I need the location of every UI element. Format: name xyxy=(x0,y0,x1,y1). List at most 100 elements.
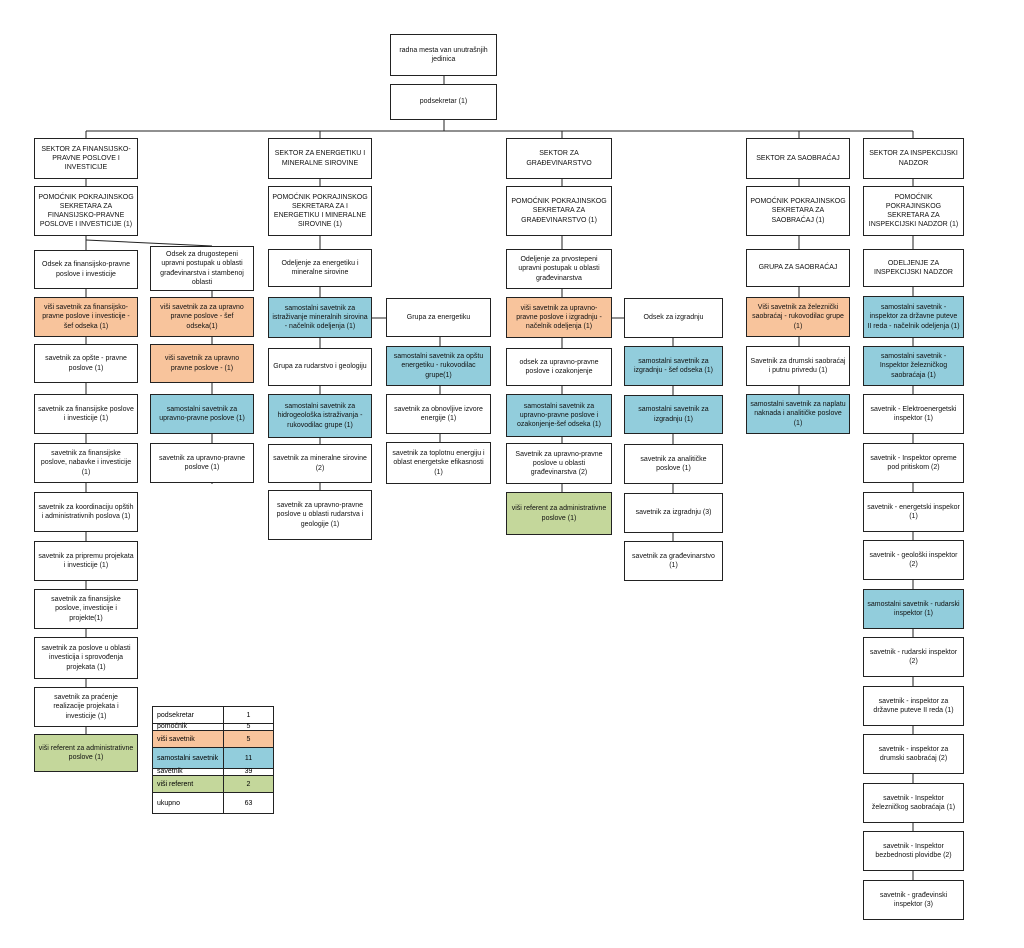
construction-sector-label: SEKTOR ZA GRAĐEVINARSTVO xyxy=(526,150,592,167)
finance-dept-a-item-label: savetnik za pripremu projekata i investi… xyxy=(38,552,134,569)
energy-assistant-box: POMOĆNIK POKRAJINSKOG SEKRETARA ZA I ENE… xyxy=(268,186,372,236)
inspection-item-label: savetnik - rudarski inspektor (2) xyxy=(869,648,958,665)
build-item-label: savetnik za građevinarstvo (1) xyxy=(632,552,715,569)
summary-label: podsekretar xyxy=(152,706,224,724)
build-dept-box: Odsek za izgradnju xyxy=(624,298,723,338)
construction-sector-box: SEKTOR ZA GRAĐEVINARSTVO xyxy=(506,138,612,179)
inspection-item-label: savetnik - Inspektor bezbednosti plovidb… xyxy=(875,842,952,859)
finance-dept-a-item-label: savetnik za finansijske poslove, nabavke… xyxy=(40,450,132,476)
inspection-item-box: savetnik - Elektroenergetski inspektor (… xyxy=(863,394,964,434)
traffic-group-box: GRUPA ZA SAOBRAĆAJ xyxy=(746,249,850,287)
finance-dept-b-item-label: savetnik za upravno-pravne poslove (1) xyxy=(159,454,245,471)
traffic-sector-label: SEKTOR ZA SAOBRAĆAJ xyxy=(756,154,840,162)
finance-dept-b-box: Odsek za drugostepeni upravni postupak u… xyxy=(150,246,254,291)
energy-assistant-label: POMOĆNIK POKRAJINSKOG SEKRETARA ZA I ENE… xyxy=(272,193,368,229)
inspection-item-box: savetnik - građevinski inspektor (3) xyxy=(863,880,964,920)
inspection-item-label: savetnik - Inspektor opreme pod pritisko… xyxy=(870,454,957,471)
energy-group-item-box: samostalni savetnik za opštu energetiku … xyxy=(386,346,491,386)
inspection-item-box: savetnik - Inspektor bezbednosti plovidb… xyxy=(863,831,964,871)
inspection-item-box: savetnik - Inspektor opreme pod pritisko… xyxy=(863,443,964,483)
finance-dept-a-item-box: savetnik za praćenje realizacije projeka… xyxy=(34,687,138,727)
mining-item-label: samostalni savetnik za hidrogeološka ist… xyxy=(277,403,363,429)
inspection-item-box: samostalni savetnik - Inspektor železnič… xyxy=(863,346,964,386)
energy-group-item-box: savetnik za obnovljive izvore energije (… xyxy=(386,394,491,434)
finance-dept-a-item-label: savetnik za finansijske poslove, investi… xyxy=(51,596,121,622)
finance-dept-a-item-box: viši referent za administrativne poslove… xyxy=(34,734,138,772)
construction-dept-label: Odeljenje za prvostepeni upravni postupa… xyxy=(518,256,600,282)
finance-assistant-label: POMOĆNIK POKRAJINSKOG SEKRETARA ZA FINAN… xyxy=(38,193,134,229)
energy-sector-label: SEKTOR ZA ENERGETIKU I MINERALNE SIROVIN… xyxy=(274,150,366,167)
construction-dept-item-label: viši referent za administrativne poslove… xyxy=(511,505,607,522)
inspection-item-box: savetnik - inspektor za državne puteve I… xyxy=(863,686,964,726)
build-item-box: savetnik za analitičke poslove (1) xyxy=(624,444,723,484)
finance-dept-b-item-box: viši savetnik za upravno pravne poslove … xyxy=(150,344,254,383)
traffic-assistant-box: POMOĆNIK POKRAJINSKOG SEKRETARA ZA SAOBR… xyxy=(746,186,850,236)
summary-value: 63 xyxy=(223,792,274,814)
finance-dept-b-item-box: viši savetnik za za upravno pravne poslo… xyxy=(150,297,254,337)
build-dept-label: Odsek za izgradnju xyxy=(643,314,704,322)
mining-item-box: savetnik za upravno-pravne poslove u obl… xyxy=(268,490,372,540)
traffic-item-box: Viši savetnik za železnički saobraćaj - … xyxy=(746,297,850,337)
summary-value: 5 xyxy=(223,730,274,748)
build-item-box: samostalni savetnik za izgradnju (1) xyxy=(624,395,723,434)
traffic-item-label: samostalni savetnik za naplatu naknada i… xyxy=(750,401,846,427)
finance-dept-a-item-box: savetnik za poslove u oblasti investicij… xyxy=(34,637,138,679)
inspection-item-label: samostalni savetnik - inspektor za držav… xyxy=(867,304,960,330)
construction-dept-item-label: viši savetnik za upravno-pravne poslove … xyxy=(516,304,602,331)
summary-label: pomoćnik xyxy=(152,723,224,731)
summary-value: 39 xyxy=(223,768,274,776)
undersecretary-label: podsekretar (1) xyxy=(419,98,468,106)
finance-dept-a-item-label: viši referent za administrativne poslove… xyxy=(38,744,134,761)
inspection-item-label: savetnik - energetski inspekor (1) xyxy=(867,503,960,520)
traffic-item-label: Savetnik za drumski saobraćaj i putnu pr… xyxy=(750,357,846,374)
inspection-item-box: savetnik - rudarski inspektor (2) xyxy=(863,637,964,677)
summary-value: 1 xyxy=(223,706,274,724)
summary-value: 2 xyxy=(223,775,274,793)
energy-group-item-box: savetnik za toplotnu energiju i oblast e… xyxy=(386,442,491,484)
inspection-item-label: savetnik - inspektor za državne puteve I… xyxy=(873,697,954,714)
finance-dept-a-item-box: viši savetnik za finansijsko-pravne posl… xyxy=(34,297,138,337)
energy-group-box: Grupa za energetiku xyxy=(386,298,491,337)
finance-dept-a-item-label: viši savetnik za finansijsko-pravne posl… xyxy=(42,304,130,330)
finance-dept-b-item-label: samostalni savetnik za upravno-pravne po… xyxy=(159,405,245,422)
finance-dept-a-item-box: savetnik za finansijske poslove, nabavke… xyxy=(34,443,138,483)
finance-dept-a-item-box: savetnik za finansijske poslove, investi… xyxy=(34,589,138,629)
construction-dept-box: Odeljenje za prvostepeni upravni postupa… xyxy=(506,249,612,289)
energy-group-item-label: savetnik za toplotnu energiju i oblast e… xyxy=(392,450,485,476)
summary-label: savetnik xyxy=(152,768,224,776)
inspection-item-label: savetnik - inspektor za drumski saobraća… xyxy=(878,745,949,762)
inspection-item-box: samostalni savetnik - rudarski inspektor… xyxy=(863,589,964,629)
traffic-item-label: Viši savetnik za železnički saobraćaj - … xyxy=(752,304,844,330)
inspection-item-label: savetnik - građevinski inspektor (3) xyxy=(879,891,948,908)
finance-dept-a-item-label: savetnik za finansijske poslove i invest… xyxy=(38,405,134,422)
units-outside-label: radna mesta van unutrašnjih jedinica xyxy=(399,46,488,63)
inspection-sector-box: SEKTOR ZA INSPEKCIJSKI NADZOR xyxy=(863,138,964,179)
inspection-item-box: savetnik - geološki inspektor (2) xyxy=(863,540,964,580)
finance-dept-a-label: Odsek za finansijsko-pravne poslove i in… xyxy=(42,261,130,278)
mining-item-label: savetnik za upravno-pravne poslove u obl… xyxy=(276,502,364,528)
finance-dept-a-item-label: savetnik za praćenje realizacije projeka… xyxy=(53,694,119,720)
inspection-item-label: savetnik - geološki inspektor (2) xyxy=(869,551,958,568)
finance-dept-b-item-box: savetnik za upravno-pravne poslove (1) xyxy=(150,443,254,483)
energy-sector-box: SEKTOR ZA ENERGETIKU I MINERALNE SIROVIN… xyxy=(268,138,372,179)
traffic-item-box: Savetnik za drumski saobraćaj i putnu pr… xyxy=(746,346,850,386)
mining-item-box: savetnik za mineralne sirovine (2) xyxy=(268,444,372,483)
units-outside-box: radna mesta van unutrašnjih jedinica xyxy=(390,34,497,76)
energy-dept-box: Odeljenje za energetiku i mineralne siro… xyxy=(268,249,372,287)
construction-assistant-box: POMOĆNIK POKRAJINSKOG SEKRETARA ZA GRAĐE… xyxy=(506,186,612,236)
inspection-dept-label: ODELJENJE ZA INSPEKCIJSKI NADZOR xyxy=(874,259,953,276)
energy-dept-label: Odeljenje za energetiku i mineralne siro… xyxy=(281,259,359,276)
energy-dept-head-label: samostalni savetnik za istraživanje mine… xyxy=(272,304,368,331)
construction-dept-item-label: Savetnik za upravno-pravne poslove u obl… xyxy=(515,450,603,477)
finance-sector-label: SEKTOR ZA FINANSIJSKO-PRAVNE POSLOVE I I… xyxy=(41,145,131,172)
build-item-label: savetnik za analitičke poslove (1) xyxy=(640,455,707,472)
inspection-sector-label: SEKTOR ZA INSPEKCIJSKI NADZOR xyxy=(869,150,958,167)
finance-dept-b-item-box: samostalni savetnik za upravno-pravne po… xyxy=(150,394,254,434)
inspection-item-label: savetnik - Elektroenergetski inspektor (… xyxy=(870,405,957,422)
